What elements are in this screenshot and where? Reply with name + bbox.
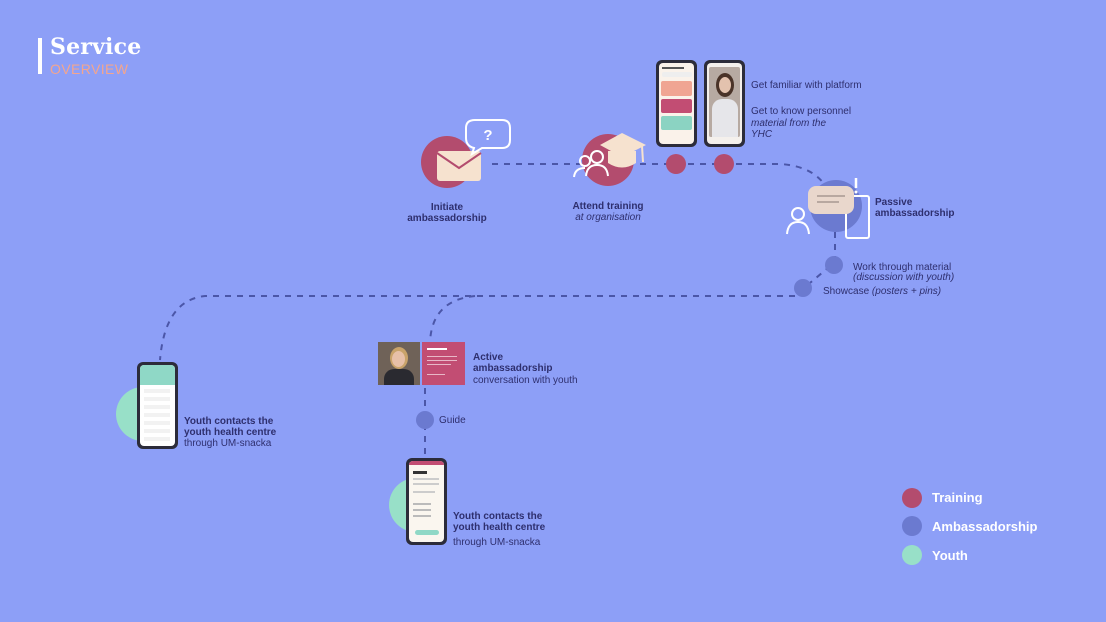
step-passive-label: Passive ambassadorship bbox=[875, 197, 955, 219]
ambassador-photo bbox=[378, 342, 420, 385]
svg-text:?: ? bbox=[483, 127, 492, 144]
envelope-question-icon: ? bbox=[421, 119, 511, 188]
step-youth1-sub: through UM-snacka bbox=[184, 438, 272, 449]
step-active-label: Active ambassadorship bbox=[473, 352, 553, 374]
graduation-people-icon bbox=[573, 133, 646, 186]
step-showcase-sub: (posters + pins) bbox=[871, 286, 942, 297]
step-youth1-label: Youth contacts the youth health centre bbox=[184, 416, 277, 438]
title-accent-bar bbox=[38, 38, 42, 74]
ambassadorship-dot-showcase bbox=[794, 279, 812, 297]
connector-showcase-youth1 bbox=[159, 295, 795, 361]
step-showcase-label: Showcase bbox=[823, 286, 870, 297]
phone-um-snacka-list bbox=[137, 362, 178, 449]
training-dot-personnel bbox=[714, 154, 734, 174]
connector-showcase-active bbox=[429, 295, 476, 343]
step-attend-text: Attend training at organisation bbox=[553, 201, 663, 223]
step-work-sub: (discussion with youth) bbox=[853, 272, 955, 283]
step-know-sub: material from the YHC bbox=[751, 118, 827, 140]
chat-person-icon bbox=[786, 178, 870, 239]
phone-um-snacka-chat bbox=[406, 458, 447, 545]
step-guide-label: Guide bbox=[439, 415, 466, 426]
step-attend-label: Attend training bbox=[572, 201, 644, 212]
step-initiate-label: Initiate ambassadorship bbox=[407, 202, 487, 224]
step-showcase-text: Showcase (posters + pins) bbox=[823, 286, 941, 297]
legend-dot-training bbox=[902, 488, 922, 508]
training-dot-platform bbox=[666, 154, 686, 174]
step-attend-sub: at organisation bbox=[575, 212, 641, 223]
legend-label-ambassadorship: Ambassadorship bbox=[932, 519, 1038, 534]
legend-dot-ambassadorship bbox=[902, 516, 922, 536]
ambassadorship-dot-guide bbox=[416, 411, 434, 429]
phone-knowledge-bank bbox=[656, 60, 697, 147]
page-title: Service bbox=[50, 34, 142, 60]
legend-label-training: Training bbox=[932, 490, 983, 505]
phone-personnel-video bbox=[704, 60, 745, 147]
ambassador-card bbox=[422, 342, 465, 385]
step-youth2-sub: through UM-snacka bbox=[453, 537, 541, 548]
step-know-label: Get to know personnel bbox=[751, 106, 852, 117]
step-work-label: Work through material bbox=[853, 262, 952, 273]
legend-label-youth: Youth bbox=[932, 548, 968, 563]
step-familiar-label: Get familiar with platform bbox=[751, 80, 862, 91]
page-subtitle: OVERVIEW bbox=[50, 61, 129, 77]
legend-dot-youth bbox=[902, 545, 922, 565]
ambassadorship-dot-work bbox=[825, 256, 843, 274]
step-youth2-label: Youth contacts the youth health centre bbox=[453, 511, 546, 533]
step-active-sub: conversation with youth bbox=[473, 375, 578, 386]
